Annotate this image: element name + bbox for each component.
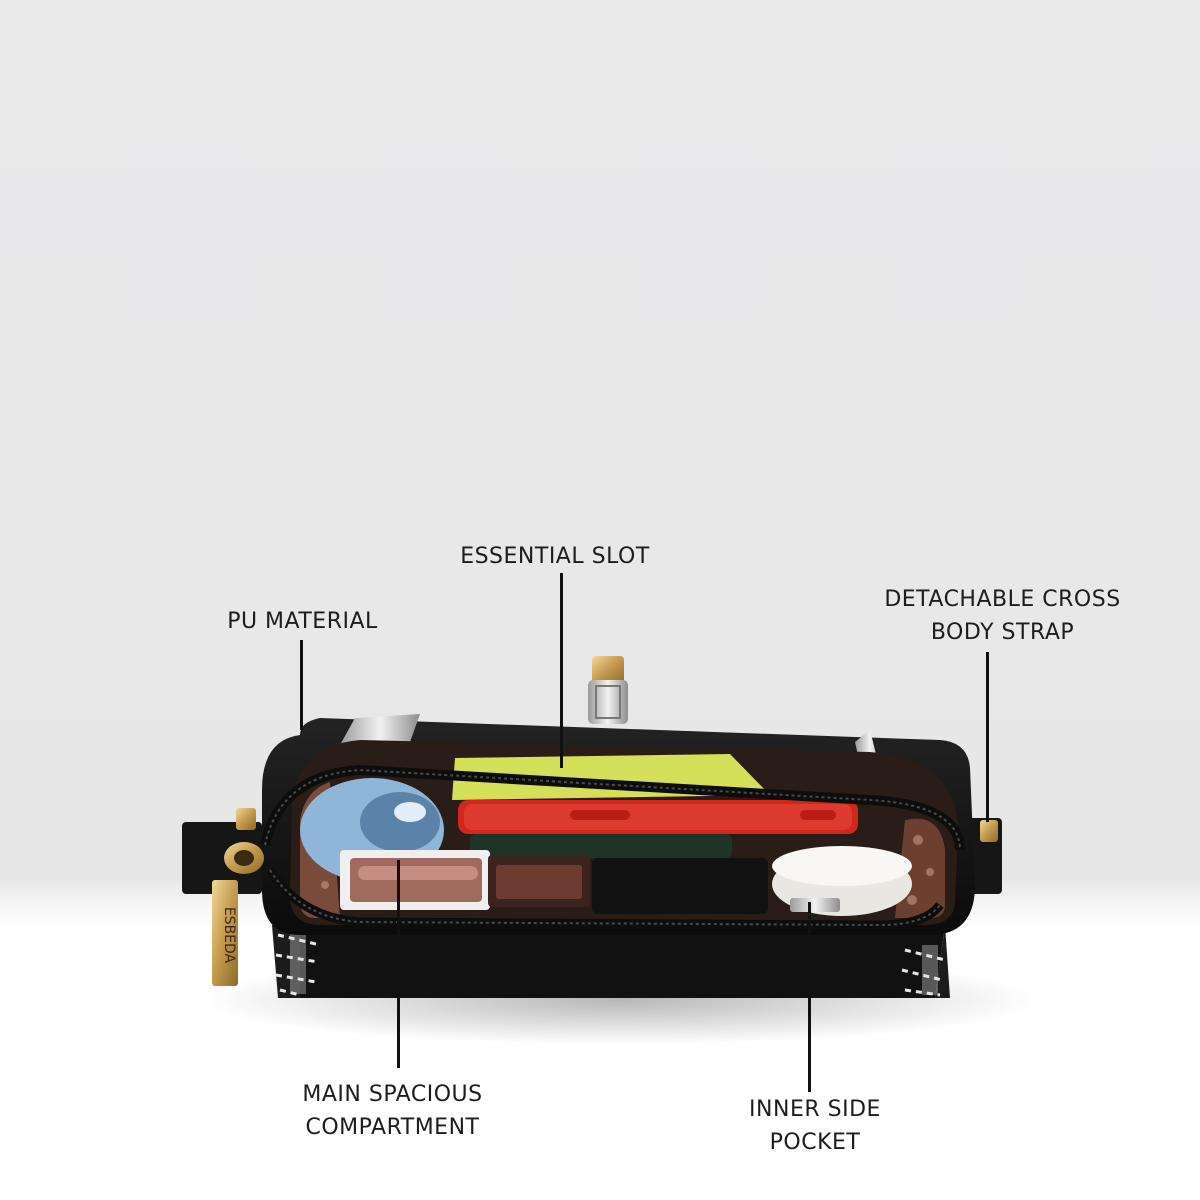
strap-tab-left	[182, 808, 262, 894]
leader-pu-material	[300, 640, 303, 730]
label-essential-slot: ESSENTIAL SLOT	[440, 540, 670, 573]
lipstick	[340, 850, 590, 910]
label-inner-pocket: INNER SIDE POCKET	[715, 1093, 915, 1159]
label-strap-line-2: BODY STRAP	[930, 620, 1075, 645]
label-main-compartment-line-1: MAIN SPACIOUS	[302, 1082, 483, 1107]
black-pouch	[592, 858, 768, 914]
leader-strap	[986, 652, 989, 822]
leader-essential-slot	[560, 573, 563, 768]
label-main-compartment: MAIN SPACIOUS COMPARTMENT	[280, 1078, 505, 1144]
label-essential-slot-text: ESSENTIAL SLOT	[460, 544, 650, 569]
leader-main-compartment	[397, 860, 400, 1068]
inner-pocket-zip-tab	[790, 898, 840, 912]
label-inner-pocket-line-1: INNER SIDE	[749, 1097, 881, 1122]
leader-inner-pocket	[808, 902, 811, 1092]
zipper-pull-tag: ESBEDA	[212, 842, 264, 986]
turn-lock-clasp	[588, 656, 628, 724]
label-pu-material: PU MATERIAL	[200, 605, 405, 638]
label-inner-pocket-line-2: POCKET	[769, 1130, 861, 1155]
bag-base-flap	[272, 925, 950, 998]
svg-text:ESBEDA: ESBEDA	[221, 907, 237, 964]
red-phone	[458, 800, 858, 834]
label-main-compartment-line-2: COMPARTMENT	[305, 1115, 480, 1140]
flap-piping	[340, 714, 420, 745]
label-pu-material-text: PU MATERIAL	[227, 609, 378, 634]
green-wallet	[470, 834, 732, 858]
label-strap-line-1: DETACHABLE CROSS	[884, 587, 1121, 612]
label-strap: DETACHABLE CROSS BODY STRAP	[865, 583, 1140, 649]
